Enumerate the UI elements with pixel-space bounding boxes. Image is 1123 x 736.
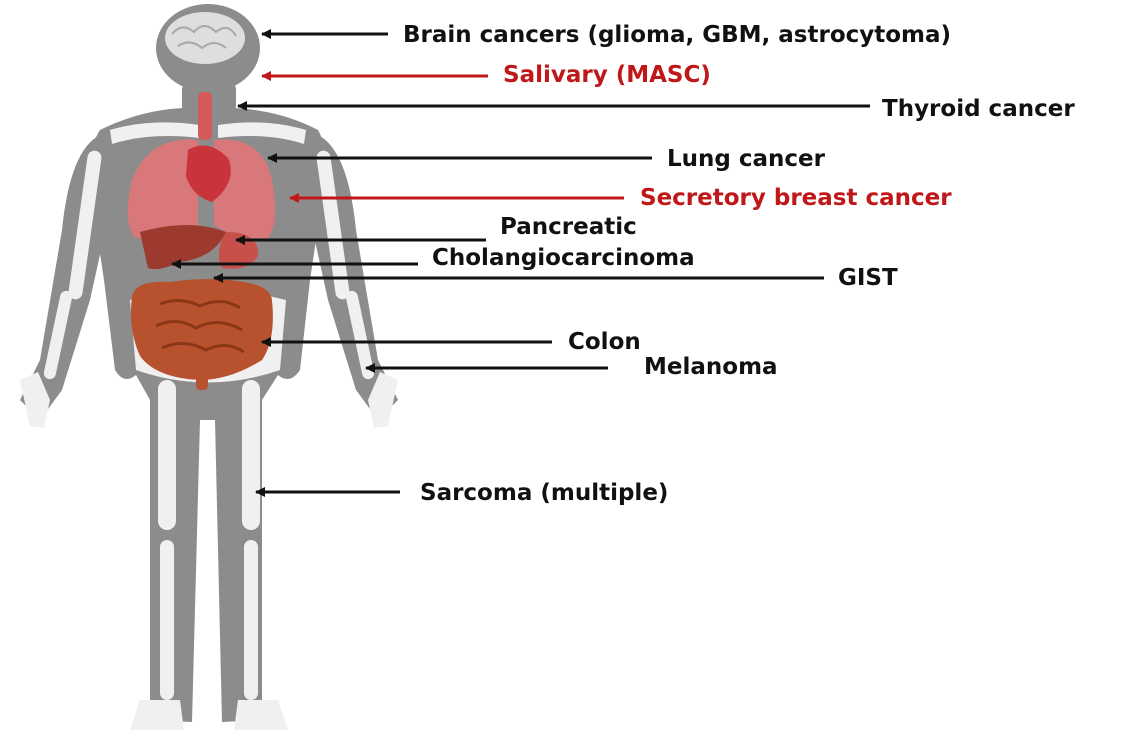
label-lung: Lung cancer (667, 146, 826, 172)
label-cholangio: Cholangiocarcinoma (432, 245, 695, 271)
label-sarcoma: Sarcoma (multiple) (420, 480, 668, 506)
labels: Brain cancers (glioma, GBM, astrocytoma)… (403, 22, 1075, 506)
label-gist: GIST (838, 265, 898, 291)
label-brain: Brain cancers (glioma, GBM, astrocytoma) (403, 22, 951, 48)
label-pancreatic: Pancreatic (500, 214, 637, 240)
human-body-icon (20, 4, 398, 730)
brain-icon (165, 12, 245, 64)
label-breast: Secretory breast cancer (640, 185, 952, 211)
label-thyroid: Thyroid cancer (882, 96, 1075, 122)
label-salivary: Salivary (MASC) (503, 62, 711, 88)
label-melanoma: Melanoma (644, 354, 778, 380)
label-colon: Colon (568, 329, 641, 355)
